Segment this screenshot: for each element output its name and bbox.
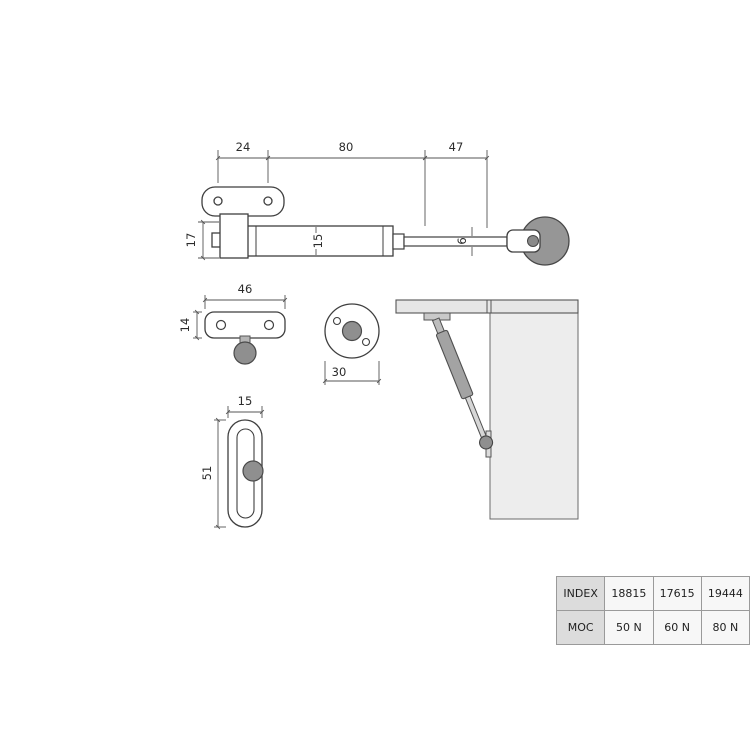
bracket-width-dimension <box>202 295 288 309</box>
cabinet-side-panel <box>489 312 579 520</box>
slot-plate-length-dimension <box>214 417 226 530</box>
table-row-moc: MOC 50 N 60 N 80 N <box>555 610 750 645</box>
round-plate-view: 30 <box>322 303 382 385</box>
slot-plate-ball <box>242 460 264 482</box>
dim-label-rod-span: 47 <box>449 140 464 154</box>
moc-row-label: MOC <box>555 610 606 645</box>
installed-strut-cylinder <box>435 329 474 400</box>
dim-label-bracket-depth: 14 <box>178 318 192 333</box>
dim-label-body-diameter: 15 <box>311 234 325 249</box>
moc-value-3: 80 N <box>700 610 750 645</box>
spec-table: INDEX 18815 17615 19444 MOC 50 N 60 N 80… <box>555 576 750 645</box>
bracket-depth-dimension <box>193 309 202 341</box>
dim-label-slot-width: 15 <box>238 394 253 408</box>
moc-value-1: 50 N <box>604 610 654 645</box>
round-plate-hole-2 <box>361 337 371 347</box>
dim-label-bracket-width: 46 <box>238 282 253 296</box>
index-value-2: 17615 <box>652 576 702 611</box>
cylinder-body <box>245 225 394 257</box>
mounting-bracket-side <box>201 186 285 259</box>
installed-gas-strut <box>431 317 494 450</box>
side-view-dimension-lines <box>215 150 490 228</box>
dim-label-end-height: 17 <box>184 233 198 248</box>
bracket-hole-left <box>215 319 227 331</box>
ball-stud <box>233 341 257 365</box>
index-value-1: 18815 <box>604 576 654 611</box>
dim-label-slot-length: 51 <box>200 466 214 481</box>
dim-label-hole-spacing: 30 <box>332 365 347 379</box>
end-height-dimension <box>198 219 219 261</box>
application-drawing <box>395 299 579 520</box>
slot-plate-view: 15 51 <box>200 394 265 530</box>
ball-socket-end <box>506 216 570 266</box>
piston-rod <box>392 233 508 250</box>
index-row-label: INDEX <box>555 576 606 611</box>
round-plate-hole-1 <box>332 316 342 326</box>
round-plate-ball <box>341 320 363 342</box>
installed-strut-ball <box>479 435 494 450</box>
index-value-3: 19444 <box>700 576 750 611</box>
dim-label-body-span: 80 <box>339 140 354 154</box>
installed-strut-rod <box>464 395 488 441</box>
moc-value-2: 60 N <box>652 610 702 645</box>
slot-plate-width-dimension <box>225 406 265 418</box>
dim-label-bracket-span: 24 <box>236 140 251 154</box>
table-row-index: INDEX 18815 17615 19444 <box>555 576 750 611</box>
socket-ball <box>527 235 539 247</box>
bracket-top-view: 46 14 <box>178 282 288 365</box>
dim-label-rod-diameter: 6 <box>455 237 469 244</box>
round-plate-dimension <box>322 361 382 385</box>
side-view: 24 80 47 15 6 <box>184 140 570 266</box>
bracket-hole-right <box>263 319 275 331</box>
